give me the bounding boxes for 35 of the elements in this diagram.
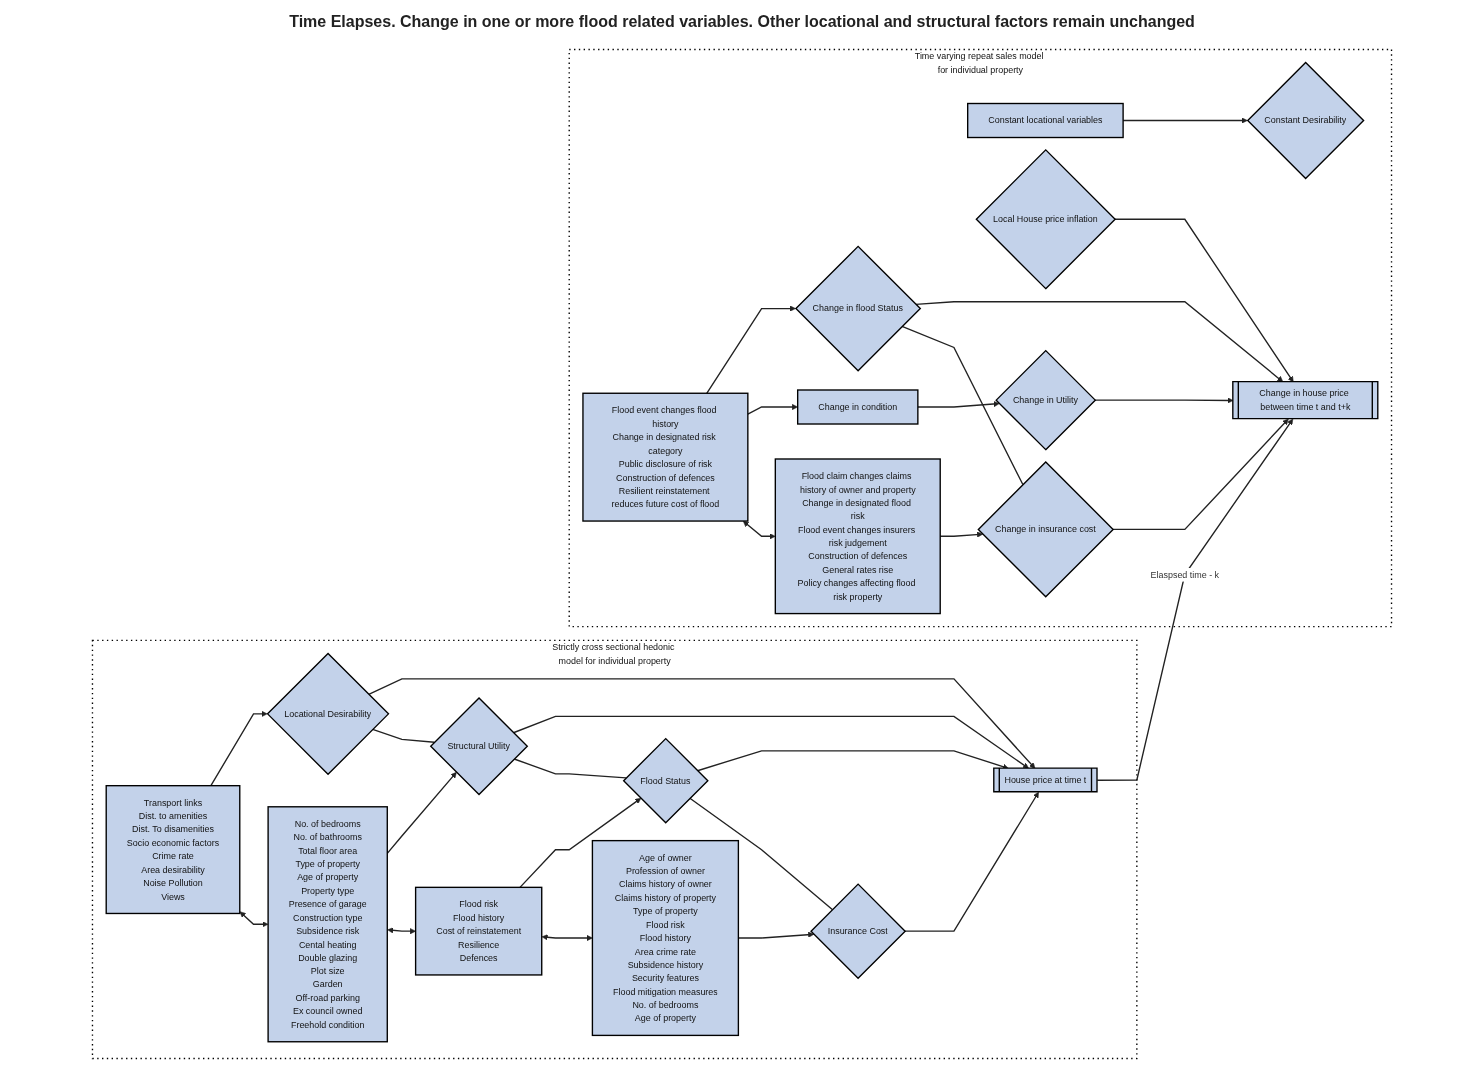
node-diamond: Locational Desirability (266, 652, 390, 776)
node-box: Age of owner Profession of owner Claims history of owner Claims history of property Type of property Flood risk Flood history Area crime rate Subsidence history Security features Flood mitigation measures No. of bedrooms Age of property (591, 839, 740, 1037)
arrow (519, 798, 642, 889)
node-box: No. of bedrooms No. of bathrooms Total floor area Type of property Age of property Property type Presence of garage Construction type Subsidence risk Cental heating Double glazing Plot size Garden Off-road parking Ex council owned Freehold condition (267, 806, 388, 1043)
arrow (706, 305, 796, 394)
arrow (917, 401, 1000, 408)
node-box: Flood event changes flood history Change in designated risk category Public disclosure of risk Construction of defences Resilient reinstatement reduces future cost of flood (582, 392, 749, 522)
node-box: Transport links Dist. to amenities Dist. To disamenities Socio economic factors Crime rate Area desirability Noise Pollution Views (105, 785, 241, 915)
node-diamond: Local House price inflation (975, 148, 1117, 290)
node-diamond: Insurance Cost (810, 883, 907, 980)
arrow (512, 715, 1029, 769)
node-diamond: Change in insurance cost (977, 461, 1115, 598)
arrow (696, 750, 1009, 772)
edge-label: Elaspsed time - k (1150, 569, 1220, 580)
arrow (368, 678, 1036, 769)
node-diamond: Change in Utility (995, 349, 1097, 451)
arrow (387, 927, 416, 935)
arrow (1094, 397, 1234, 404)
node-box: Change in condition (797, 389, 919, 425)
note-text: Time Elapses. Change in one or more flood related variables. Other locational and structural factors remain unchanged (289, 13, 1195, 31)
node-box: Constant locational variables (967, 102, 1124, 139)
node-diamond: Structural Utility (429, 697, 529, 796)
node-diamond: Constant Desirability (1246, 61, 1365, 180)
arrow (743, 520, 776, 540)
node-box: Flood claim changes claims history of owner and property Change in designated flood risk Flood event changes insurers risk judgement Construction of defences General rates rise Policy changes affecting flood risk property (774, 458, 941, 615)
arrow (904, 791, 1039, 932)
arrow (747, 404, 798, 415)
node-diamond: Flood Status (622, 737, 709, 824)
node-diamond: Change in flood Status (794, 245, 922, 372)
arrow (1096, 418, 1294, 781)
arrow (1112, 418, 1289, 531)
arrow (541, 934, 593, 942)
node-box: Flood risk Flood history Cost of reinstatement Resilience Defences (414, 886, 543, 976)
arrow (239, 911, 269, 928)
arrow (210, 710, 268, 787)
